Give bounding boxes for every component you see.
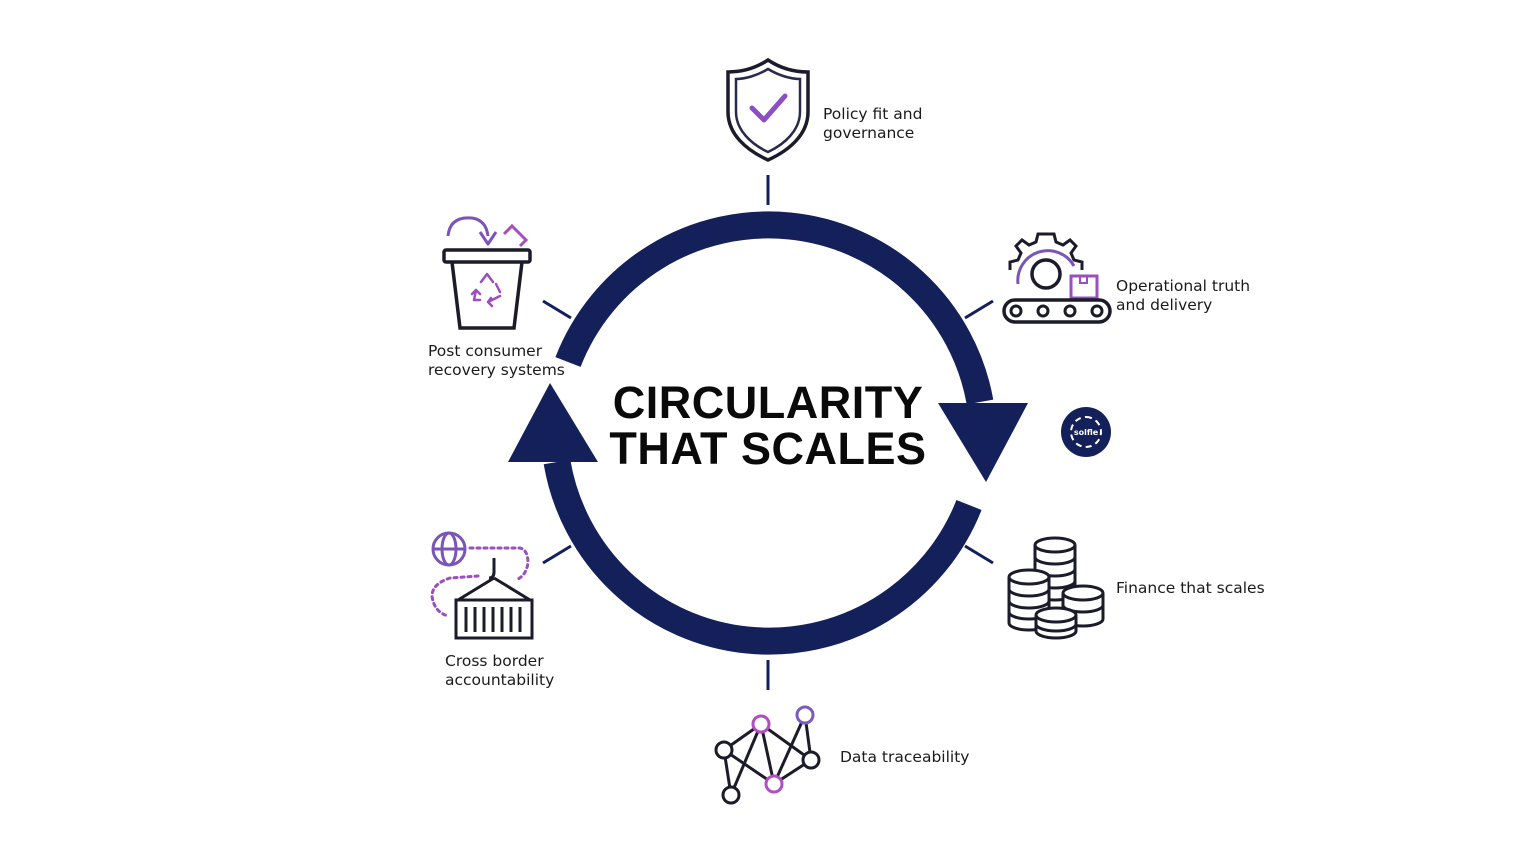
node-finance-label: Finance that scales: [1116, 579, 1265, 597]
node-policy-label: Policy fit and governance: [823, 105, 923, 142]
brand-badge: solfle: [1061, 407, 1111, 457]
globe-container-icon: [430, 531, 534, 640]
arc-lower: [543, 459, 982, 655]
tick-upper-left: [542, 299, 572, 320]
title-line-1: CIRCULARITY: [612, 377, 924, 428]
node-cross-border-label: Cross border accountability: [445, 652, 555, 689]
tick-lower-right: [964, 544, 994, 565]
node-operations-label: Operational truth and delivery: [1116, 277, 1251, 314]
arc-upper: [555, 211, 994, 405]
node-data-label: Data traceability: [840, 748, 970, 766]
coin-stacks-icon: [1007, 536, 1105, 640]
gear-conveyor-icon: [1002, 232, 1112, 324]
brand-badge-text: solfle: [1070, 416, 1102, 448]
arrowhead-up-icon: [508, 383, 598, 462]
title-line-2: THAT SCALES: [609, 423, 927, 474]
node-recovery-label: Post consumer recovery systems: [428, 342, 565, 379]
tick-lower-left: [542, 544, 572, 565]
shield-check-icon: [726, 57, 810, 162]
recycle-bin-icon: [442, 216, 532, 330]
diagram-title: CIRCULARITY THAT SCALES: [568, 380, 968, 472]
network-nodes-icon: [714, 705, 821, 805]
tick-upper-right: [964, 299, 994, 320]
arrowhead-down-icon: [938, 403, 1028, 482]
